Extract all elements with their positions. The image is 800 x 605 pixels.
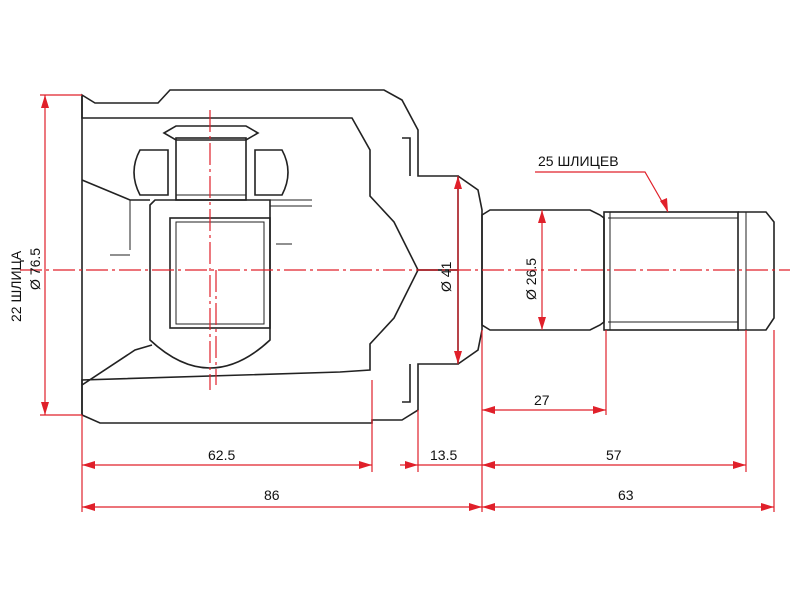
- spider-arm-lower: [81, 344, 153, 386]
- trunnion-inner: [175, 221, 265, 325]
- tripod-assembly: [81, 125, 312, 386]
- arrow-27-l: [482, 406, 495, 414]
- roller-pin: [175, 137, 247, 201]
- dim-spline-length: 57: [606, 447, 622, 463]
- arrow-62-r: [359, 461, 372, 469]
- flange-upper-tab: [402, 137, 411, 176]
- arrow-spline-leader: [660, 198, 668, 212]
- dim-flange-width: 13.5: [430, 447, 457, 463]
- arrow-27-r: [593, 406, 606, 414]
- spider-arm-upper: [81, 179, 150, 201]
- trunnion-core: [169, 217, 271, 329]
- housing-splines-label: 22 ШЛИЦА: [8, 250, 24, 322]
- shaft-splines-label: 25 ШЛИЦЕВ: [538, 153, 619, 169]
- roller-left-hatched: [133, 149, 169, 196]
- dim-shaft-length: 63: [618, 487, 634, 503]
- dimensions: [40, 94, 775, 512]
- arrow-57-r: [733, 461, 746, 469]
- arrow-63-r: [761, 503, 774, 511]
- arrow-62-l: [82, 461, 95, 469]
- flange-lower-tab: [402, 364, 411, 403]
- dim-plain-length: 27: [534, 392, 550, 408]
- housing-section: [81, 89, 483, 424]
- roller-right-hatched: [254, 149, 289, 196]
- arrow-up: [41, 95, 49, 108]
- arrow-down: [41, 402, 49, 415]
- arrow-shaft-top: [538, 210, 546, 223]
- arrow-shaft-bottom: [538, 317, 546, 330]
- roller-cap: [162, 125, 260, 141]
- housing-diameter-label: Ø 76.5: [27, 248, 43, 290]
- arrow-63-l: [482, 503, 495, 511]
- arrow-stem-bottom: [454, 351, 462, 364]
- arrow-86-l: [82, 503, 95, 511]
- arrow-13-l: [405, 461, 418, 469]
- dim-housing-length: 86: [264, 487, 280, 503]
- arrow-86-r: [469, 503, 482, 511]
- output-shaft: [481, 209, 775, 331]
- shaft-spline-section: [603, 211, 739, 331]
- arrow-stem-top: [454, 176, 462, 189]
- shaft-diameter-label: Ø 26.5: [523, 258, 539, 300]
- dim-cavity-depth: 62.5: [208, 447, 235, 463]
- shaft-end: [738, 211, 775, 331]
- stem-diameter-label: Ø 41: [438, 261, 454, 292]
- spline-leader: [535, 171, 669, 213]
